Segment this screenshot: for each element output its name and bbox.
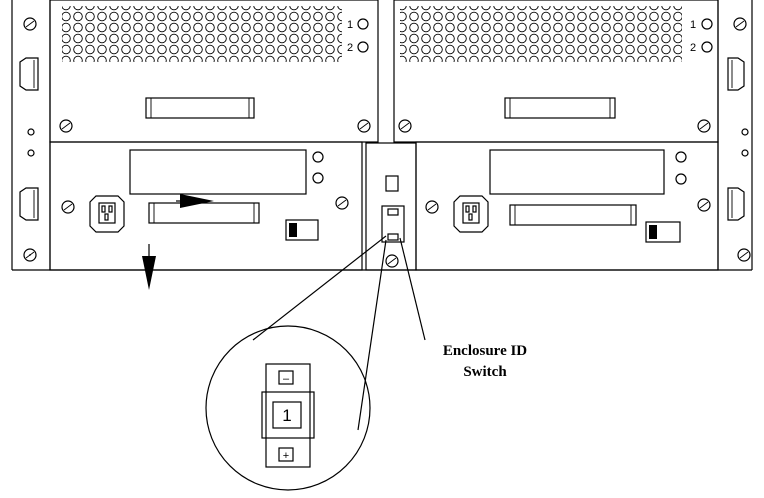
right-rack-ear <box>727 17 751 262</box>
controller-module-left <box>49 0 379 143</box>
id-switch-minus-label: – <box>283 373 290 385</box>
callout-line-2: Switch <box>463 364 507 380</box>
callout-line-1: Enclosure ID <box>442 343 528 359</box>
left-rack-ear <box>19 17 39 262</box>
led-label-2-right: 2 <box>690 42 696 54</box>
airflow-arrow-right <box>176 194 214 208</box>
power-supply-right <box>415 141 719 271</box>
callout-enclosure-id: Enclosure ID Switch <box>410 343 560 381</box>
callout-leader-line <box>399 237 426 341</box>
magnifier-leader-lines <box>252 235 387 431</box>
id-switch-value: 1 <box>282 406 291 425</box>
airflow-arrow-down <box>142 244 156 290</box>
center-id-panel <box>365 142 417 271</box>
led-label-1-right: 1 <box>690 19 696 31</box>
led-label-1-left: 1 <box>347 19 353 31</box>
id-switch-magnified <box>205 325 371 491</box>
id-switch-plus-label: + <box>283 450 289 462</box>
power-supply-left <box>29 141 363 271</box>
controller-module-right <box>393 0 719 143</box>
led-label-2-left: 2 <box>347 42 353 54</box>
